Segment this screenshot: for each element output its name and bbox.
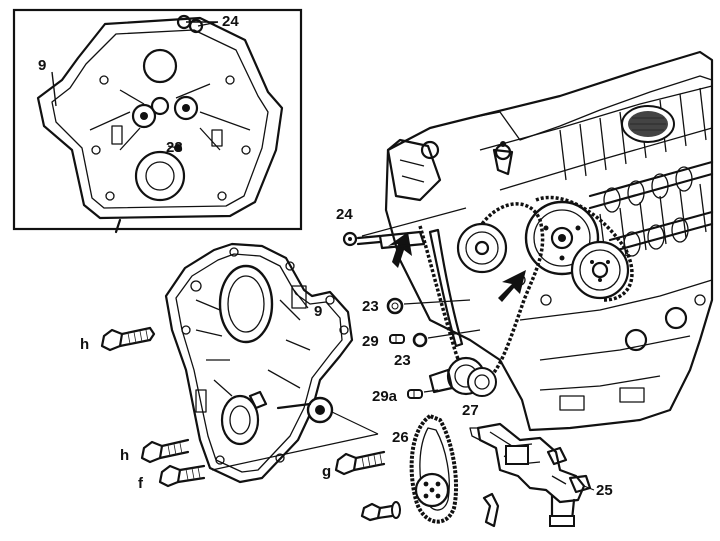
label-part-24: 24 <box>336 206 353 223</box>
part-23-seal-lower <box>412 332 428 348</box>
label-part-25: 25 <box>596 482 613 499</box>
inset-leader-lines <box>51 21 219 149</box>
label-part-23-upper: 23 <box>362 298 379 315</box>
cam-sprocket-lower <box>570 240 630 300</box>
label-part-23-lower: 23 <box>394 352 411 369</box>
timing-cover <box>164 242 379 484</box>
inset-panel: 9 24 23 <box>12 8 303 234</box>
label-bolt-f: f <box>138 475 144 492</box>
breather-filter <box>621 105 675 143</box>
engine-block <box>384 50 714 432</box>
small-parts <box>342 207 481 399</box>
inset-label-9: 9 <box>38 57 46 74</box>
timing-chain <box>418 195 634 384</box>
part-24-pin <box>342 230 426 250</box>
part-29-sleeve <box>389 334 405 344</box>
label-bolt-g: g <box>322 463 331 480</box>
part-23-seal-upper <box>386 297 404 315</box>
callout-labels: 9 h h f g 26 24 23 29 23 29a 27 25 <box>80 206 613 499</box>
bolt-g <box>334 450 386 476</box>
label-bolt-h-lower: h <box>120 447 129 464</box>
clip <box>482 492 500 528</box>
oil-pump <box>469 422 595 527</box>
top-cap <box>492 141 514 176</box>
camshaft-rows <box>588 160 714 257</box>
label-part-29a: 29a <box>372 388 398 405</box>
bolt-h-upper <box>100 326 156 352</box>
inset-timing-cover-outline <box>36 14 284 234</box>
sprocket-bolt <box>360 501 401 522</box>
label-part-29: 29 <box>362 333 379 350</box>
bolt-h-lower <box>140 438 190 464</box>
inset-label-23: 23 <box>166 139 183 156</box>
label-part-27: 27 <box>462 402 479 419</box>
label-cover-9: 9 <box>314 303 322 320</box>
label-bolt-h-upper: h <box>80 336 89 353</box>
oil-pump-chain <box>409 413 458 524</box>
alignment-arrows <box>388 232 526 302</box>
bolt-f <box>158 464 206 488</box>
inset-label-24: 24 <box>222 13 239 30</box>
inset-frame <box>12 8 303 231</box>
cam-sprocket-left <box>456 222 508 274</box>
crank-sprocket <box>446 356 497 397</box>
part-29a-sleeve <box>407 389 423 399</box>
label-seal-26: 26 <box>392 429 409 446</box>
